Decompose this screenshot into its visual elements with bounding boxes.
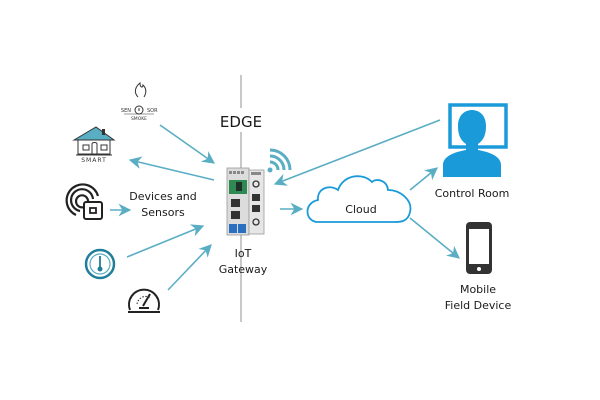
thermometer-gauge-icon [84,248,116,280]
arrow-pressure-to-gateway [167,244,212,291]
wifi-icon [267,148,292,173]
smoke-sensor-text-bottom: SMOKE [131,116,147,122]
iot-gateway-device-icon [226,167,265,236]
monitor-user-icon [443,103,508,177]
pressure-gauge-icon [128,288,160,313]
smoke-sensor-text-right: SOR [147,108,158,114]
mobile-label-line1: Mobile [460,283,496,296]
devices-label-line1: Devices and [129,190,197,203]
smoke-sensor-icon: SEN SOR SMOKE [121,81,158,122]
gateway-label-line2: Gateway [219,263,268,276]
edge-label: EDGE [220,113,262,131]
arrow-smarthome-gateway [128,156,215,181]
gateway-label-line1: IoT [235,247,252,260]
cloud-icon [306,175,412,223]
smartphone-icon [466,222,492,274]
control-room-label: Control Room [435,187,510,200]
arrow-cloud-to-controlroom [409,167,438,191]
smart-home-text: SMART [81,157,107,164]
arrow-smoke-to-gateway [159,124,216,164]
arrow-controlroom-to-gateway [273,119,441,186]
arrow-cloud-to-mobile [409,217,460,259]
smoke-sensor-text-left: SEN [121,108,131,114]
rfid-tag-icon [65,183,103,220]
arrow-thermo-to-gateway [126,224,205,258]
smart-home-icon: SMART [72,126,116,164]
devices-label-line2: Sensors [141,206,185,219]
cloud-label: Cloud [345,203,376,216]
mobile-label-line2: Field Device [445,299,512,312]
